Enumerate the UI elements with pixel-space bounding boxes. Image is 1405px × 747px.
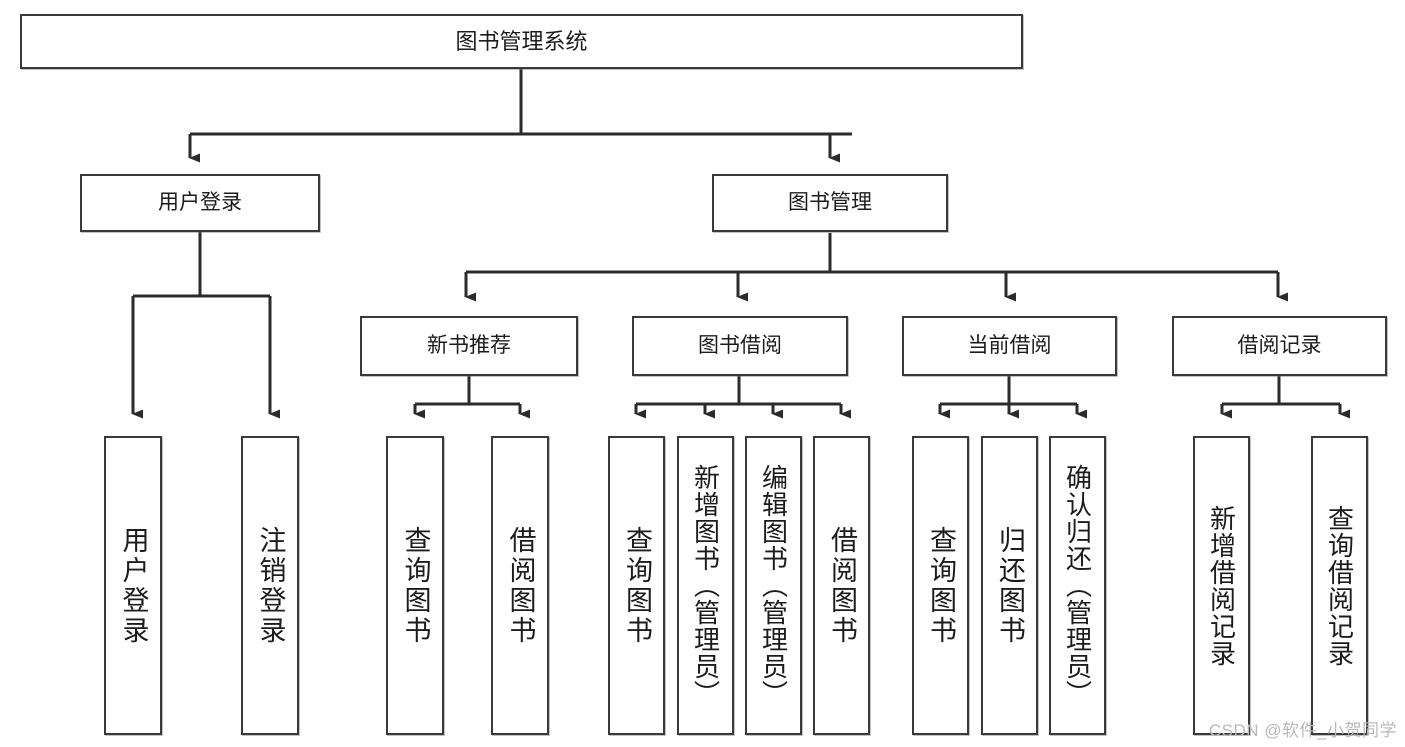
node-book-management[interactable]: 图书管理 xyxy=(712,174,948,232)
node-book-borrow-label: 图书借阅 xyxy=(698,333,782,357)
leaf-book-borrow-borrow[interactable]: 借阅图书 xyxy=(813,436,870,735)
node-root-system-label: 图书管理系统 xyxy=(455,28,588,54)
watermark-credit: CSDN @软件_小贺同学 xyxy=(1208,721,1397,740)
leaf-user-login-login-label: 用户登录 xyxy=(118,525,149,646)
leaf-current-borrow-return-label: 归还图书 xyxy=(995,525,1025,646)
leaf-book-borrow-edit-label: 编辑图书（管理员） xyxy=(758,464,789,707)
node-current-borrow-label: 当前借阅 xyxy=(967,333,1052,357)
leaf-borrow-record-query[interactable]: 查询借阅记录 xyxy=(1311,436,1368,735)
leaf-borrow-record-add[interactable]: 新增借阅记录 xyxy=(1193,436,1250,735)
node-book-borrow[interactable]: 图书借阅 xyxy=(632,316,848,376)
leaf-new-book-query[interactable]: 查询图书 xyxy=(386,436,444,735)
leaf-new-book-borrow-label: 借阅图书 xyxy=(505,525,536,646)
leaf-book-borrow-add-label: 新增图书（管理员） xyxy=(690,464,721,707)
leaf-new-book-query-label: 查询图书 xyxy=(400,525,431,646)
leaf-book-borrow-query-label: 查询图书 xyxy=(622,525,652,646)
leaf-book-borrow-query[interactable]: 查询图书 xyxy=(608,436,665,735)
leaf-borrow-record-query-label: 查询借阅记录 xyxy=(1324,504,1355,667)
leaf-user-login-login[interactable]: 用户登录 xyxy=(104,436,162,735)
leaf-user-login-logout[interactable]: 注销登录 xyxy=(241,436,299,735)
leaf-current-borrow-query-label: 查询图书 xyxy=(926,525,956,646)
leaf-book-borrow-add[interactable]: 新增图书（管理员） xyxy=(677,436,734,735)
node-user-login-label: 用户登录 xyxy=(158,190,242,214)
node-book-management-label: 图书管理 xyxy=(788,190,872,214)
leaf-borrow-record-add-label: 新增借阅记录 xyxy=(1206,504,1237,667)
node-user-login[interactable]: 用户登录 xyxy=(80,174,320,232)
leaf-current-borrow-query[interactable]: 查询图书 xyxy=(912,436,969,735)
leaf-book-borrow-edit[interactable]: 编辑图书（管理员） xyxy=(745,436,802,735)
node-root-system[interactable]: 图书管理系统 xyxy=(20,14,1023,69)
leaf-new-book-borrow[interactable]: 借阅图书 xyxy=(491,436,549,735)
node-borrow-record[interactable]: 借阅记录 xyxy=(1172,316,1387,376)
leaf-current-borrow-confirm-label: 确认归还（管理员） xyxy=(1062,464,1093,707)
leaf-current-borrow-confirm[interactable]: 确认归还（管理员） xyxy=(1049,436,1106,735)
node-current-borrow[interactable]: 当前借阅 xyxy=(902,316,1117,376)
node-borrow-record-label: 借阅记录 xyxy=(1237,333,1322,357)
leaf-current-borrow-return[interactable]: 归还图书 xyxy=(981,436,1038,735)
leaf-book-borrow-borrow-label: 借阅图书 xyxy=(827,525,857,646)
node-new-book-recommend-label: 新书推荐 xyxy=(427,333,511,357)
node-new-book-recommend[interactable]: 新书推荐 xyxy=(360,316,578,376)
leaf-user-login-logout-label: 注销登录 xyxy=(255,525,286,646)
